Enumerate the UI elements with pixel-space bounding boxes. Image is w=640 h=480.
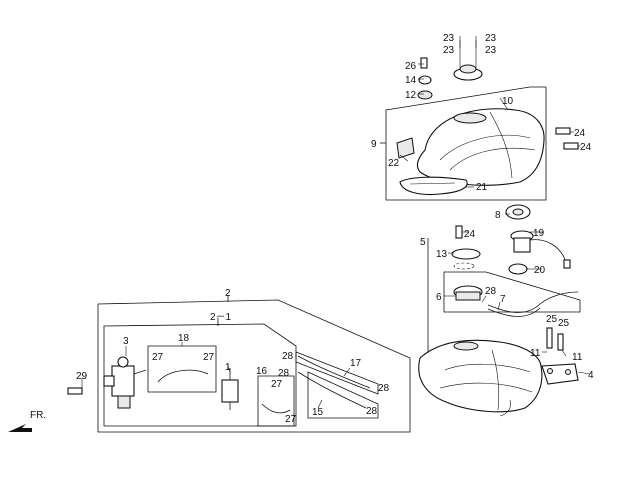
front-direction-arrow-icon	[8, 424, 32, 432]
frame-hose-part-17	[295, 351, 379, 395]
label-part-14: 14	[405, 75, 417, 86]
label-part-27-a: 27	[152, 352, 164, 363]
hose-part-7	[487, 291, 579, 313]
label-part-29: 29	[76, 371, 88, 382]
label-part-22-text: 22	[388, 158, 400, 169]
fuel-valve-part-3	[103, 356, 147, 409]
label-part-27-b: 27	[203, 352, 215, 363]
bracket-part-6	[453, 285, 483, 301]
collar-part-14	[418, 75, 432, 85]
label-part-2-1: 2－1	[210, 312, 232, 323]
frame-sub-assembly	[443, 271, 581, 313]
plate-part-13	[451, 248, 481, 270]
label-part-4: 4	[588, 370, 594, 381]
label-part-11-b: 11	[572, 352, 583, 363]
label-part-13: 13	[436, 249, 448, 260]
seal-part-20	[508, 263, 528, 275]
label-part-20: 20	[534, 265, 546, 276]
label-part-15: 15	[312, 407, 324, 418]
hose-part-15	[297, 371, 367, 409]
label-part-7: 7	[500, 294, 506, 305]
label-part-24-a: 24	[574, 128, 586, 139]
label-part-22	[396, 137, 415, 159]
label-part-17: 17	[350, 358, 362, 369]
label-part-24-b: 24	[580, 142, 592, 153]
label-part-8: 8	[495, 210, 501, 221]
bracket-part-4	[541, 363, 579, 385]
label-part-1: 1	[225, 362, 231, 373]
fuel-cap-top	[453, 40, 483, 81]
bolt-part-24-c	[455, 225, 463, 239]
label-part-5: 5	[420, 237, 426, 248]
hose-part-16	[261, 403, 291, 414]
fuel-tank	[418, 339, 543, 417]
frame-fuel-tank-cover	[385, 86, 547, 201]
label-part-10: 10	[502, 96, 514, 107]
frame-hose-part-16	[257, 375, 295, 427]
bolt-part-25-b	[557, 333, 564, 351]
label-part-26: 26	[405, 61, 417, 72]
label-part-12: 12	[405, 90, 417, 101]
bolt-part-24-b	[563, 142, 579, 150]
frame-sub-2-1	[103, 323, 297, 427]
label-part-2: 2	[225, 288, 231, 299]
label-part-23-b: 23	[443, 45, 455, 56]
label-part-11-a: 11	[530, 348, 541, 359]
bolt-part-29	[67, 387, 83, 395]
frame-hose-part-18	[147, 345, 217, 393]
label-part-23-c: 23	[485, 33, 497, 44]
label-part-28-a: 28	[485, 286, 497, 297]
label-part-24-c: 24	[464, 229, 476, 240]
label-part-25-b: 25	[558, 318, 570, 329]
cap-part-8	[505, 204, 531, 220]
label-part-21: 21	[476, 182, 488, 193]
label-part-23-a: 23	[443, 33, 455, 44]
hose-part-17	[297, 355, 371, 389]
label-part-19: 19	[533, 228, 545, 239]
bolt-part-24-a	[555, 127, 571, 135]
label-part-9: 9	[371, 139, 377, 150]
fuel-filter-part-1	[221, 368, 239, 410]
label-part-25-a: 25	[546, 314, 558, 325]
label-part-23-d: 23	[485, 45, 497, 56]
bolt-part-25-a	[546, 327, 553, 349]
label-part-28-d: 28	[378, 383, 390, 394]
label-part-6: 6	[436, 292, 442, 303]
grommet-part-12	[417, 90, 433, 100]
frame-fuel-line-assembly	[97, 299, 411, 433]
label-part-28-e: 28	[366, 406, 378, 417]
label-part-27-d: 27	[285, 414, 297, 425]
fuel-tank-cover	[416, 108, 545, 186]
label-part-3: 3	[123, 336, 129, 347]
hose-part-18	[157, 369, 209, 383]
frame-hose-part-15	[307, 371, 379, 419]
label-part-27-c: 27	[271, 379, 283, 390]
fuel-unit-part-19	[510, 230, 571, 269]
front-direction-label: FR.	[30, 410, 46, 421]
label-part-28-c: 28	[278, 368, 290, 379]
label-part-18: 18	[178, 333, 190, 344]
label-part-16: 16	[256, 366, 268, 377]
label-part-28-b: 28	[282, 351, 294, 362]
bolt-part-26	[420, 57, 428, 69]
emblem-part-21	[399, 176, 468, 196]
